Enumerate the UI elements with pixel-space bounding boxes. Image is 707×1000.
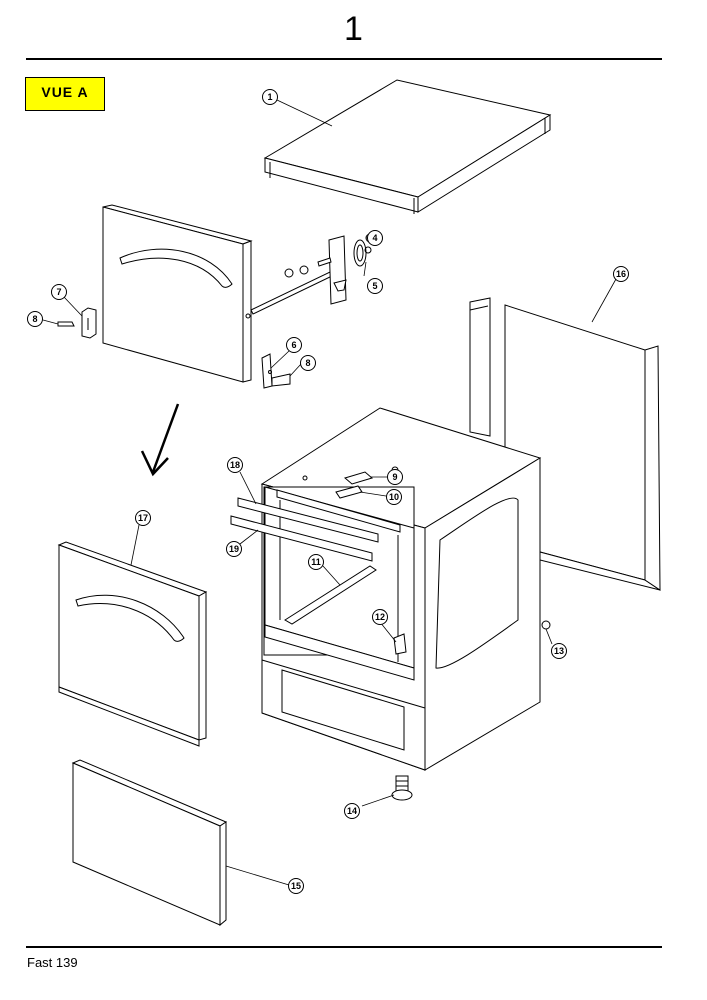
small-parts: [302, 466, 407, 655]
hinge-assembly: [250, 233, 375, 315]
callout-19: 19: [226, 541, 242, 557]
callout-14: 14: [344, 803, 360, 819]
callout-5: 5: [367, 278, 383, 294]
callout-8a: 8: [27, 311, 43, 327]
page-number: 1: [344, 10, 363, 48]
callout-7: 7: [51, 284, 67, 300]
top-cover: [263, 79, 552, 214]
footer-model-name: Fast 139: [27, 955, 78, 970]
svg-text:17: 17: [138, 513, 148, 523]
svg-text:14: 14: [347, 806, 357, 816]
svg-text:12: 12: [375, 612, 385, 622]
rails: [230, 497, 379, 625]
callout-16: 16: [613, 266, 629, 282]
svg-text:18: 18: [230, 460, 240, 470]
lower-door: [57, 541, 208, 747]
callout-17: 17: [135, 510, 151, 526]
svg-text:6: 6: [291, 340, 296, 350]
callout-9: 9: [387, 469, 403, 485]
view-label: VUE A: [25, 77, 105, 111]
svg-text:1: 1: [267, 92, 272, 102]
svg-text:19: 19: [229, 544, 239, 554]
svg-text:13: 13: [554, 646, 564, 656]
callout-4: 4: [367, 230, 383, 246]
svg-text:8: 8: [305, 358, 310, 368]
hinge-plate-left: [57, 307, 97, 339]
callout-10: 10: [386, 489, 402, 505]
upper-door: [102, 204, 253, 383]
callout-6: 6: [286, 337, 302, 353]
svg-text:7: 7: [56, 287, 61, 297]
callout-12: 12: [372, 609, 388, 625]
header-rule: [26, 58, 662, 60]
svg-text:10: 10: [389, 492, 399, 502]
nut: [541, 620, 551, 630]
footer-rule: [26, 946, 662, 948]
svg-text:15: 15: [291, 881, 301, 891]
callout-13: 13: [551, 643, 567, 659]
hinge-plate-right: [261, 353, 291, 389]
callout-11: 11: [308, 554, 324, 570]
svg-text:4: 4: [372, 233, 377, 243]
kick-plate: [71, 759, 228, 927]
adjustable-foot: [391, 775, 413, 801]
assembly-arrow: [140, 403, 180, 477]
callout-15: 15: [288, 878, 304, 894]
svg-text:9: 9: [392, 472, 397, 482]
svg-text:11: 11: [311, 557, 321, 567]
callout-18: 18: [227, 457, 243, 473]
callout-8b: 8: [300, 355, 316, 371]
leader-lines: [42, 99, 617, 886]
cabinet-body: [260, 407, 542, 771]
svg-text:16: 16: [616, 269, 626, 279]
svg-text:8: 8: [32, 314, 37, 324]
svg-text:5: 5: [372, 281, 377, 291]
callout-1: 1: [262, 89, 278, 105]
